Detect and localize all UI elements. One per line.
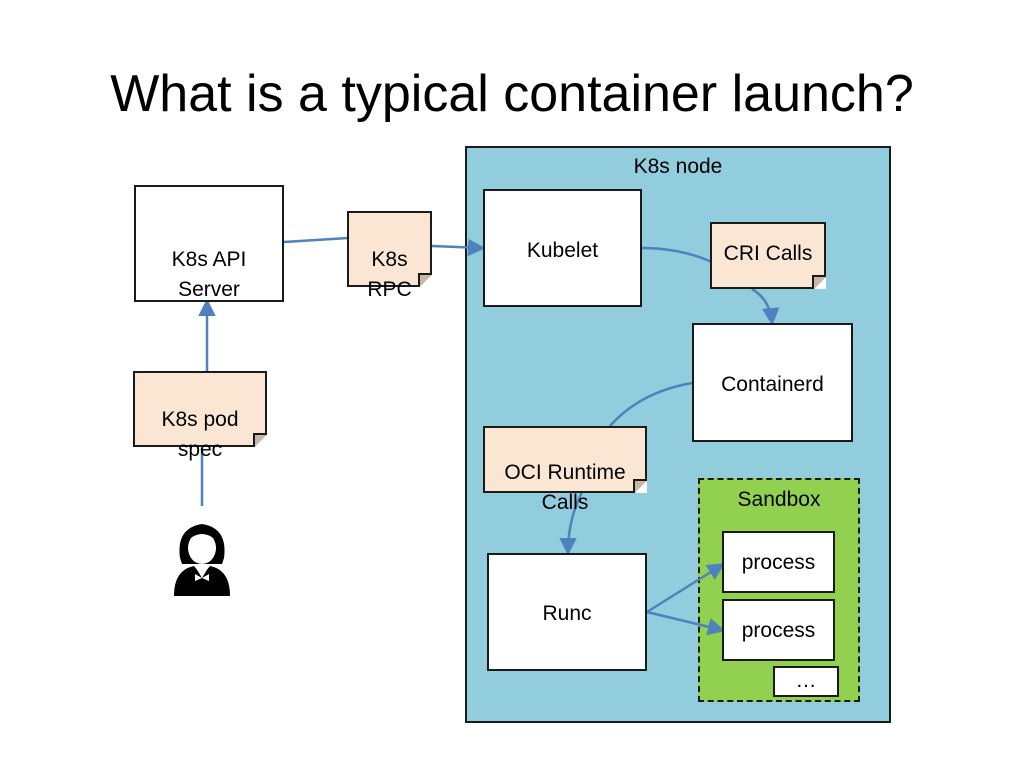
k8s-pod-spec-note: K8s pod spec bbox=[133, 371, 267, 461]
k8s-pod-spec-label: K8s pod spec bbox=[161, 408, 239, 461]
note-fold bbox=[418, 273, 432, 287]
user-icon bbox=[174, 524, 230, 596]
arrow-api-to-rpc bbox=[283, 236, 349, 244]
arrow-rpc-to-kubelet bbox=[431, 238, 486, 257]
cri-calls-note: CRI Calls bbox=[710, 222, 826, 289]
more-processes-label: … bbox=[795, 669, 817, 692]
k8s-api-server-label: K8s API Server bbox=[171, 248, 247, 301]
more-processes-box: … bbox=[773, 666, 839, 697]
runc-label: Runc bbox=[542, 602, 592, 625]
note-fold bbox=[633, 479, 647, 493]
arrow-cri-to-containerd bbox=[751, 287, 780, 326]
arrow-runc-to-process-1 bbox=[646, 563, 725, 614]
process-label: process bbox=[741, 619, 816, 642]
runc-box: Runc bbox=[487, 553, 647, 671]
process-box-1: process bbox=[722, 531, 835, 593]
process-box-2: process bbox=[722, 599, 835, 661]
slide-title: What is a typical container launch? bbox=[110, 65, 914, 123]
kubelet-label: Kubelet bbox=[526, 239, 599, 262]
arrow-containerd-to-oci bbox=[609, 381, 693, 427]
kubelet-box: Kubelet bbox=[483, 189, 642, 307]
oci-runtime-calls-label: OCI Runtime Calls bbox=[504, 461, 626, 514]
note-fold bbox=[812, 275, 826, 289]
note-fold bbox=[253, 433, 267, 447]
k8s-rpc-note: K8s RPC bbox=[347, 211, 432, 301]
process-label: process bbox=[741, 551, 816, 574]
arrow-oci-to-runc bbox=[559, 491, 584, 556]
arrow-runc-to-process-2 bbox=[646, 610, 726, 636]
containerd-box: Containerd bbox=[692, 323, 853, 442]
k8s-rpc-label: K8s RPC bbox=[367, 248, 412, 301]
oci-runtime-calls-note: OCI Runtime Calls bbox=[483, 426, 647, 514]
k8s-api-server-box: K8s API Server bbox=[134, 185, 284, 302]
cri-calls-label: CRI Calls bbox=[723, 242, 813, 265]
containerd-label: Containerd bbox=[721, 373, 824, 396]
k8s-node-label: K8s node bbox=[633, 155, 723, 178]
sandbox-label: Sandbox bbox=[737, 488, 821, 511]
arrow-kubelet-to-cri bbox=[641, 246, 713, 264]
